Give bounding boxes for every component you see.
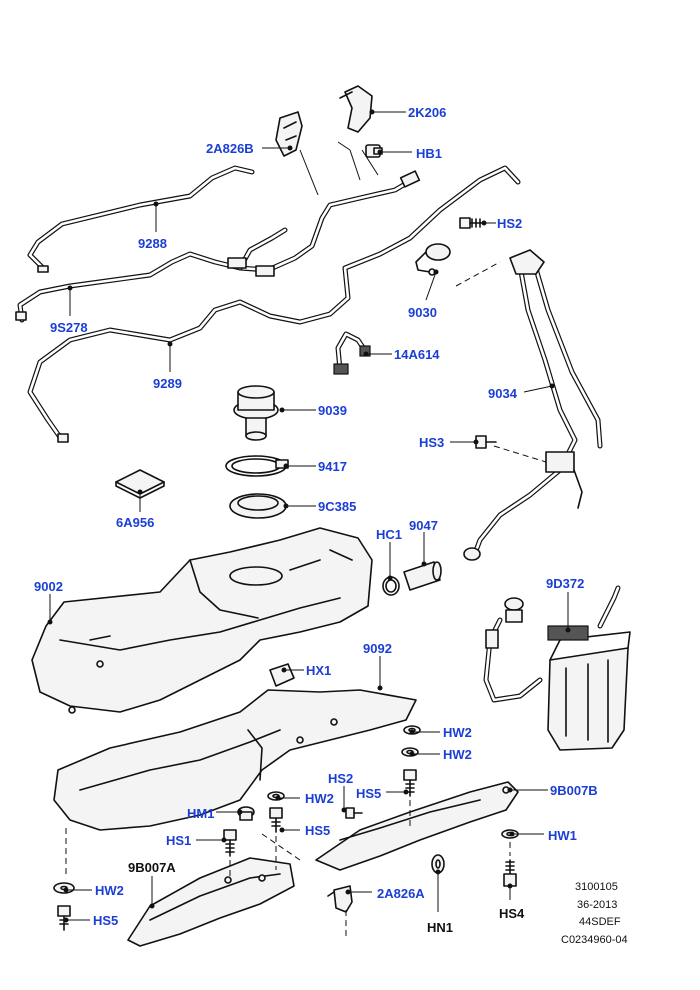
label-9034: 9034 xyxy=(488,386,518,401)
label-9039: 9039 xyxy=(318,403,347,418)
label-hw2-c: HW2 xyxy=(305,791,334,806)
label-hs5-b: HS5 xyxy=(305,823,330,838)
connector-14a614 xyxy=(333,331,371,375)
label-hw2-a: HW2 xyxy=(443,725,472,740)
label-2a826b: 2A826B xyxy=(206,141,254,156)
pump-module-9039 xyxy=(233,385,279,441)
label-9289: 9289 xyxy=(153,376,182,391)
filler-neck-9034 xyxy=(463,249,603,561)
fuel-line-9288 xyxy=(27,165,255,273)
fuel-line-branch xyxy=(227,227,288,277)
screw-hs3 xyxy=(475,435,497,449)
fuel-line-9289 xyxy=(27,165,521,443)
screw-hs1 xyxy=(223,829,237,857)
screw-hs5-b xyxy=(269,807,283,833)
label-9b007a: 9B007A xyxy=(128,860,176,875)
label-9s278: 9S278 xyxy=(50,320,88,335)
label-9288: 9288 xyxy=(138,236,167,251)
label-hw1: HW1 xyxy=(548,828,577,843)
label-hs3: HS3 xyxy=(419,435,444,450)
hose-9047 xyxy=(403,561,442,591)
label-hs1: HS1 xyxy=(166,833,191,848)
stud-hs4 xyxy=(503,859,517,887)
screw-hs2-mid xyxy=(345,807,363,819)
label-2a826a: 2A826A xyxy=(377,886,425,901)
label-2k206: 2K206 xyxy=(408,105,446,120)
label-9417: 9417 xyxy=(318,459,347,474)
cap-9030 xyxy=(415,243,451,276)
lock-ring-9417 xyxy=(225,455,289,477)
label-hx1: HX1 xyxy=(306,663,331,678)
label-hs2-mid: HS2 xyxy=(328,771,353,786)
reference-line-3: 44SDEF xyxy=(579,916,621,928)
bracket-hx1 xyxy=(269,663,295,687)
label-hb1: HB1 xyxy=(416,146,442,161)
bracket-9b007b xyxy=(315,781,519,871)
fuel-tank-9002 xyxy=(31,527,373,714)
label-9b007b: 9B007B xyxy=(550,783,598,798)
label-hn1: HN1 xyxy=(427,920,453,935)
label-hm1: HM1 xyxy=(187,806,214,821)
label-9092: 9092 xyxy=(363,641,392,656)
bracket-2k206 xyxy=(339,85,373,133)
label-hs5-c: HS5 xyxy=(93,913,118,928)
label-hs2-top: HS2 xyxy=(497,216,522,231)
label-9c385: 9C385 xyxy=(318,499,356,514)
canister-9d372 xyxy=(483,585,631,751)
clip-2a826b xyxy=(275,111,303,157)
screw-hs5-c xyxy=(57,905,71,931)
label-9d372: 9D372 xyxy=(546,576,584,591)
label-hw2-b: HW2 xyxy=(443,747,472,762)
heat-shield-9092 xyxy=(53,689,417,831)
reference-line-1: 3100105 xyxy=(575,881,618,893)
label-6a956: 6A956 xyxy=(116,515,154,530)
label-9030: 9030 xyxy=(408,305,437,320)
reference-line-2: 36-2013 xyxy=(577,899,617,911)
label-hs4: HS4 xyxy=(499,906,525,921)
label-9002: 9002 xyxy=(34,579,63,594)
label-9047: 9047 xyxy=(409,518,438,533)
label-14a614: 14A614 xyxy=(394,347,440,362)
screw-hs5-a xyxy=(403,769,417,797)
bracket-9b007a xyxy=(127,857,295,947)
label-hc1: HC1 xyxy=(376,527,402,542)
label-hs5-a: HS5 xyxy=(356,786,381,801)
screw-hs2-top xyxy=(459,217,485,229)
reference-line-4: C0234960-04 xyxy=(561,934,628,946)
leader-lines xyxy=(47,109,571,923)
label-hw2-d: HW2 xyxy=(95,883,124,898)
fuel-line-9s278 xyxy=(15,170,421,323)
seal-9c385 xyxy=(229,493,287,519)
